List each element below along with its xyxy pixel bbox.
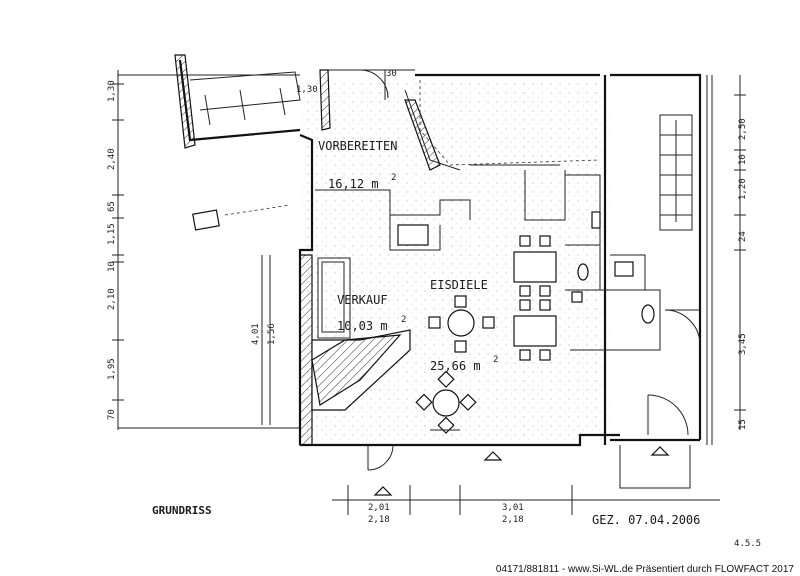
dimension-lines [112, 70, 746, 515]
stair-right [659, 114, 693, 231]
counters [299, 189, 471, 446]
dim-inner-1: 1,56 [267, 323, 277, 345]
room-vorbereiten-label: VORBEREITEN [318, 139, 397, 153]
dim-left-6: 1,95 [107, 358, 117, 380]
room-vorbereiten-sup: 2 [391, 173, 396, 183]
dim-top-0: 1,30 [296, 85, 318, 95]
seating [415, 235, 557, 434]
dim-bottom-0: 2,01 [368, 503, 390, 513]
dim-right-0: 2,50 [738, 118, 748, 140]
dim-left-3: 1,15 [107, 223, 117, 245]
entrance-doors [367, 429, 691, 496]
room-eisdiele-label: EISDIELE [430, 278, 488, 292]
dim-left-5: 2,10 [107, 288, 117, 310]
dim-left-1: 2,40 [107, 148, 117, 170]
page-mark: 4.5.5 [734, 539, 761, 549]
upper-wing [174, 54, 461, 171]
dim-left-4: 10 [107, 261, 117, 272]
dim-top-1: 30 [386, 69, 397, 79]
room-eisdiele-area: 25,66 m [430, 359, 481, 373]
room-verkauf-label: VERKAUF [337, 293, 388, 307]
dim-right-1: 10 [738, 154, 748, 165]
dim-right-3: 24 [738, 231, 748, 242]
drawing-date: GEZ. 07.04.2006 [592, 513, 700, 527]
entry-steps [192, 204, 291, 425]
dim-left-7: 70 [107, 409, 117, 420]
door-right [647, 309, 701, 436]
dim-bottom-1: 2,18 [368, 515, 390, 525]
service-area [419, 80, 661, 351]
dim-bottom-3: 2,18 [502, 515, 524, 525]
footer-credit: 04171/881811 - www.Si-WL.de Präsentiert … [495, 564, 794, 575]
dim-left-2: 65 [107, 201, 117, 212]
dim-left-0: 1,30 [107, 80, 117, 102]
plan-title: GRUNDRISS [152, 504, 212, 517]
room-verkauf-area: 10,03 m [337, 319, 388, 333]
dim-right-5: 15 [738, 419, 748, 430]
dim-right-2: 1,20 [738, 178, 748, 200]
dim-right-4: 3,45 [738, 333, 748, 355]
room-verkauf-sup: 2 [401, 315, 406, 325]
dim-bottom-2: 3,01 [502, 503, 524, 513]
room-eisdiele-sup: 2 [493, 355, 498, 365]
room-vorbereiten-area: 16,12 m [328, 177, 379, 191]
dim-inner-0: 4,01 [251, 323, 261, 345]
